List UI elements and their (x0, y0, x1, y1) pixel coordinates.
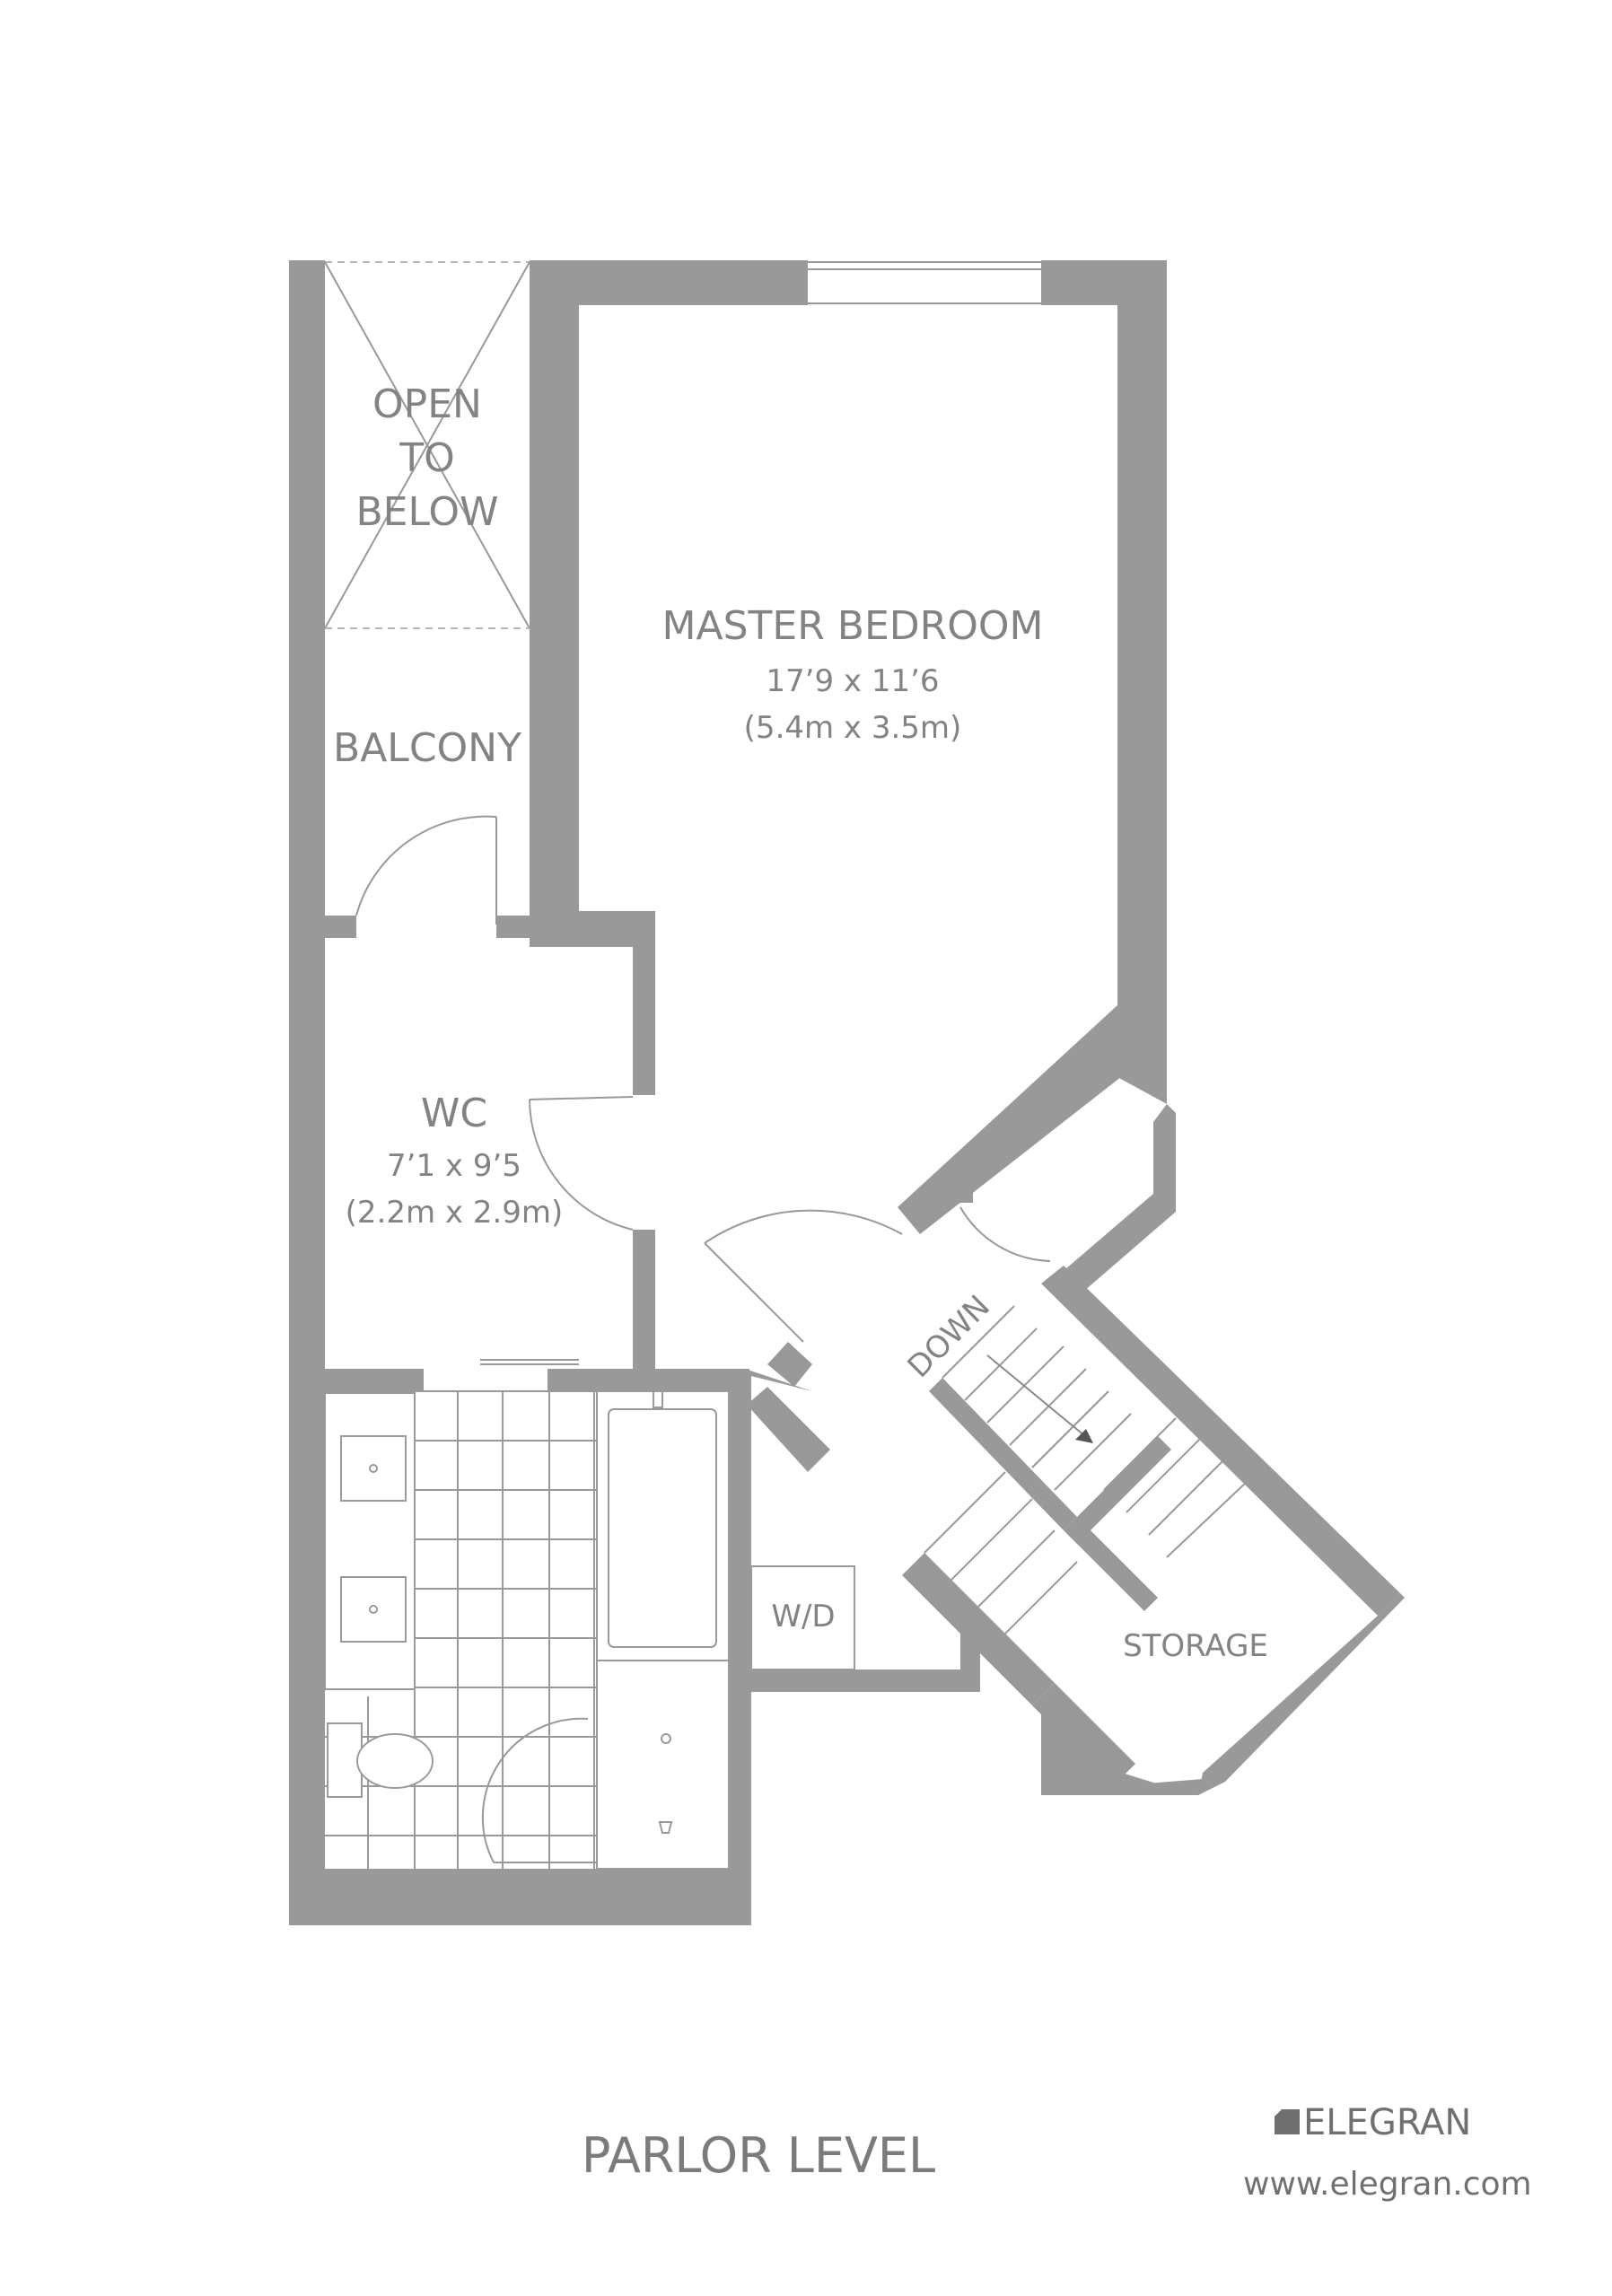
wd-label: W/D (771, 1599, 835, 1634)
wall-balcony-stub-right (496, 916, 530, 938)
brand-name: ELEGRAN (1303, 2102, 1471, 2143)
master-bedroom-label: MASTER BEDROOM (662, 603, 1044, 649)
bathroom (324, 1390, 730, 1870)
wall-hall-bottom (751, 1669, 980, 1692)
wc-label: WC (421, 1091, 487, 1136)
wall-stair-left (902, 1553, 1055, 1705)
brand-url: www.elegran.com (1243, 2166, 1532, 2203)
elegran-logo-icon (1275, 2109, 1300, 2134)
sink-1 (340, 1435, 407, 1502)
brand-logo: ELEGRAN (1275, 2102, 1471, 2143)
wall-top-stub (289, 260, 325, 296)
closet-knob (953, 1183, 973, 1203)
shower (596, 1660, 730, 1870)
wall-bath-right (729, 1373, 751, 1925)
balcony-label: BALCONY (333, 725, 521, 771)
wall-notch-vert (633, 911, 655, 1095)
bathtub-inner (608, 1408, 717, 1648)
wc-door-arc (529, 1099, 634, 1231)
wall-diagonal-bedroom (898, 1005, 1167, 1234)
wall-bottom (289, 1869, 751, 1925)
open-line-2: TO (399, 435, 455, 481)
master-bedroom-dim-imperial: 17’9 x 11’6 (766, 663, 939, 699)
stair-divider-3 (1064, 1436, 1171, 1544)
balcony-door-arc (355, 815, 497, 916)
room-labels: OPEN TO BELOW BALCONY MASTER BEDROOM 17’… (333, 381, 1268, 1664)
wall-wc-right-lower (633, 1230, 655, 1387)
wall-left (289, 260, 325, 1925)
hall-door-arc (704, 1209, 903, 1244)
wall-hall-angle (747, 1387, 830, 1472)
wall-column (530, 260, 579, 929)
toilet-bowl (356, 1733, 434, 1789)
hall-door-leaf (704, 1242, 804, 1343)
open-line-3: BELOW (355, 489, 498, 535)
window-top (808, 261, 1041, 304)
wall-balcony-stub-left (325, 916, 356, 938)
wall-stair-top (1041, 1266, 1400, 1616)
stair-divider-1 (929, 1378, 1077, 1530)
wc-door-leaf (529, 1096, 634, 1100)
storage-label: STORAGE (1123, 1628, 1268, 1664)
walls (289, 260, 1405, 1925)
stair-divider-2 (1068, 1521, 1158, 1611)
wall-stair-bottom (1032, 1683, 1135, 1786)
stairs (924, 1305, 1248, 1634)
closet-door-arc (959, 1206, 1051, 1262)
open-to-below-area (324, 261, 530, 629)
wall-storage-right (1198, 1593, 1405, 1795)
wall-wc-bath-right (548, 1369, 749, 1391)
wc-dim-metric: (2.2m x 2.9m) (346, 1195, 564, 1231)
wall-storage-bottom (1041, 1710, 1225, 1795)
open-line-1: OPEN (372, 381, 482, 427)
wall-top-left (530, 260, 808, 305)
wall-hall-diag (740, 1369, 830, 1396)
level-title: PARLOR LEVEL (582, 2127, 935, 2184)
bath-door-arc (481, 1717, 589, 1863)
sink-2 (340, 1576, 407, 1643)
wall-bedroom-right (1117, 260, 1167, 1104)
wc-pocket-door (480, 1359, 579, 1365)
wall-hall-jamb (767, 1342, 812, 1387)
master-bedroom-dim-metric: (5.4m x 3.5m) (744, 710, 962, 746)
wc-dim-imperial: 7’1 x 9’5 (387, 1148, 521, 1184)
wall-closet-right (1059, 1104, 1176, 1297)
wall-wc-bath-left (289, 1369, 424, 1391)
washer-dryer (750, 1565, 855, 1670)
